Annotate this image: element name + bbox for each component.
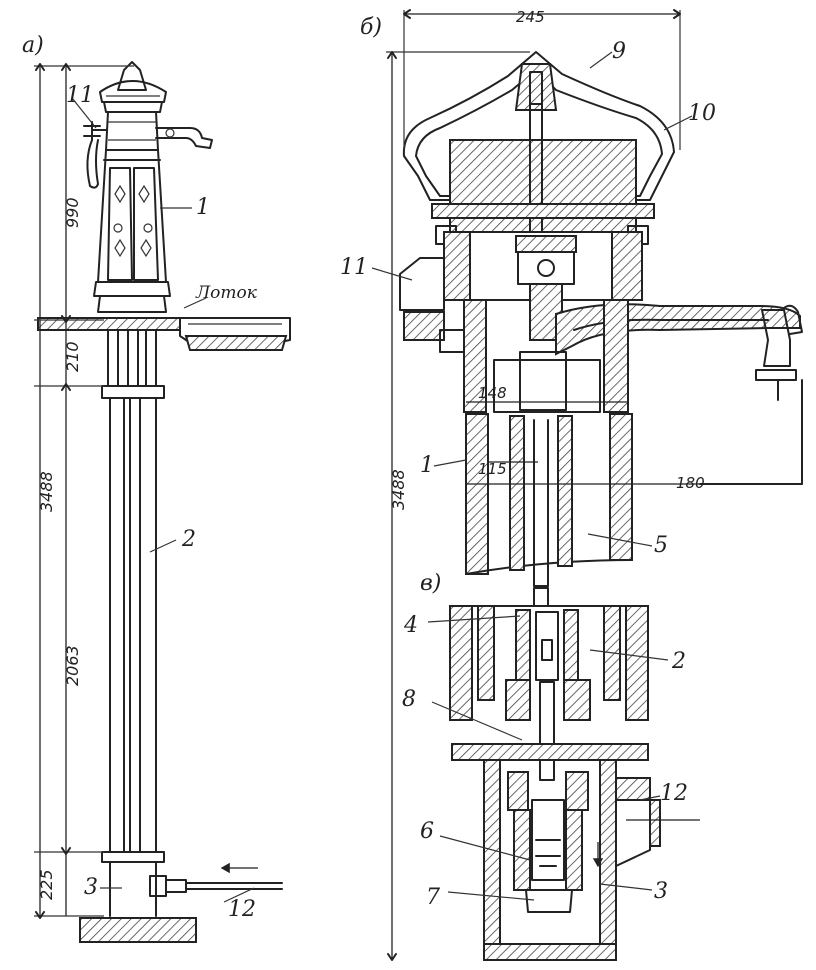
part-c-6: 6 (420, 819, 434, 844)
dim-a-990: 990 (63, 197, 82, 228)
part-a-1: 1 (196, 195, 210, 220)
part-c-2: 2 (671, 649, 686, 674)
part-a-2: 2 (181, 527, 196, 552)
part-c-4: 4 (403, 613, 418, 638)
dim-b-148: 148 (478, 384, 507, 402)
part-c-3: 3 (654, 879, 668, 904)
tray-label: Лоток (195, 283, 258, 303)
dim-a-3488: 3488 (37, 471, 56, 512)
view-a-label: а) (22, 33, 44, 58)
part-b-1: 1 (420, 453, 434, 478)
dim-b-245: 245 (516, 8, 545, 26)
dim-b-3488: 3488 (389, 469, 408, 510)
part-a-11: 11 (66, 83, 94, 108)
part-a-12: 12 (228, 897, 256, 922)
part-b-9: 9 (612, 39, 626, 64)
dim-a-210: 210 (63, 341, 82, 372)
dim-a-2063: 2063 (63, 645, 82, 686)
part-b-5: 5 (654, 533, 668, 558)
view-b-section (371, 9, 803, 961)
dim-b-115: 115 (478, 460, 507, 478)
view-a-elevation (34, 61, 291, 943)
part-c-7: 7 (426, 885, 440, 910)
view-c-label: в) (420, 571, 441, 596)
part-b-11: 11 (340, 255, 368, 280)
dim-b-180: 180 (676, 474, 705, 492)
part-a-3: 3 (84, 875, 98, 900)
view-b-label: б) (360, 15, 382, 40)
part-c-8: 8 (402, 687, 416, 712)
view-c-section (427, 587, 700, 961)
part-b-10: 10 (688, 101, 716, 126)
dim-a-225: 225 (37, 869, 56, 900)
part-c-12: 12 (660, 781, 688, 806)
